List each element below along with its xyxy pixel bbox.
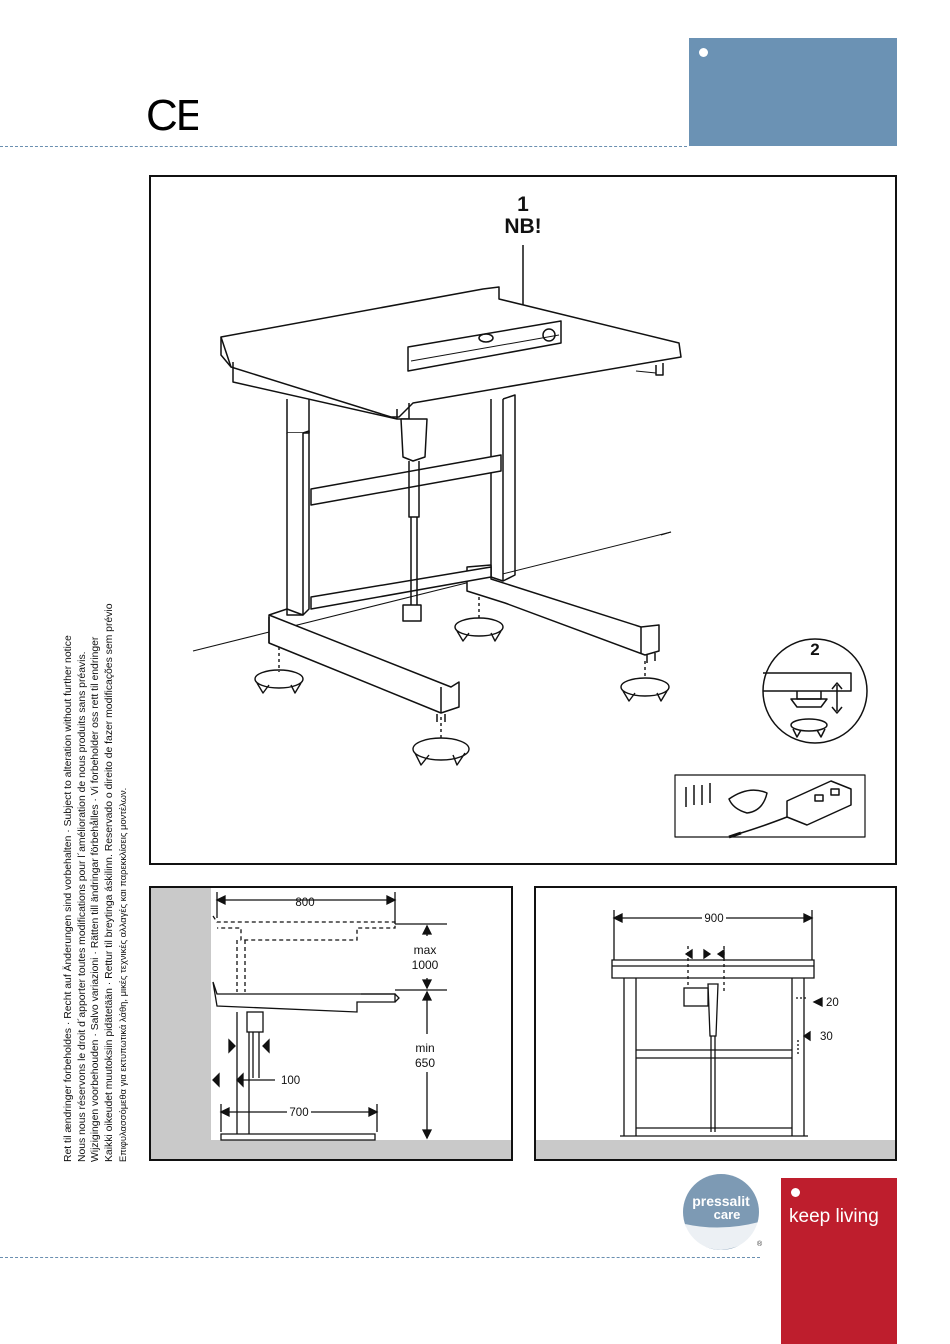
header-color-block <box>689 38 897 146</box>
side-view-panel: 800 max 1000 min 650 100 700 <box>149 886 513 1161</box>
dim-max-label: max <box>414 943 437 957</box>
step-2-number: 2 <box>810 640 819 659</box>
ce-mark-icon: CE <box>146 92 198 136</box>
main-illustration-panel: 1 NB! <box>149 175 897 865</box>
step-1-number: 1 <box>517 193 529 216</box>
dim-edge-gap: 20 <box>826 997 839 1009</box>
top-dashed-rule <box>0 146 687 147</box>
pressalit-care-logo: pressalit care ® <box>683 1174 763 1250</box>
front-view-dimension-drawing: 900 20 30 <box>536 910 895 1159</box>
side-view-dimension-drawing: 800 max 1000 min 650 100 700 <box>151 888 511 1159</box>
legal-line: Kaikki oikeudet muutoksiin pidätetään · … <box>103 603 115 1163</box>
footer-color-block: keep living <box>781 1178 897 1344</box>
accessories-inset <box>674 774 866 839</box>
step-1-note: NB! <box>504 215 541 238</box>
dim-top-width: 800 <box>295 897 314 909</box>
logo-registered-mark: ® <box>757 1240 763 1248</box>
ce-mark-text: CE <box>146 92 198 136</box>
front-view-panel: 900 20 30 <box>534 886 897 1161</box>
logo-word-1: pressalit <box>692 1193 750 1209</box>
dim-max-value: 1000 <box>412 958 439 972</box>
dim-min-value: 650 <box>415 1056 435 1070</box>
step-2-detail: 2 <box>762 638 868 744</box>
legal-line: Nous nous réservons le droit d´apporter … <box>76 651 88 1162</box>
legal-line: Ret til ændringer forbeholdes · Recht au… <box>63 635 74 1162</box>
bullet-dot-icon <box>699 48 708 57</box>
dim-leg-gap: 30 <box>820 1031 833 1043</box>
legal-line: Επιφυλασσόμεθα για εκτυπωτικά λάθη, μικέ… <box>117 787 129 1162</box>
dim-front-width: 900 <box>704 913 723 925</box>
legal-notice: Ret til ændringer forbeholdes · Recht au… <box>62 604 130 1163</box>
bullet-dot-icon <box>791 1188 800 1197</box>
bottom-dashed-rule <box>0 1257 760 1258</box>
dim-min-label: min <box>415 1041 434 1055</box>
slogan-text: keep living <box>789 1206 879 1227</box>
logo-word-2: care <box>714 1207 741 1222</box>
dim-base-width: 700 <box>289 1107 308 1119</box>
table-assembly-illustration: 1 NB! <box>192 193 868 839</box>
legal-line: Wijzigingen voorbehouden · Salvo variazi… <box>90 636 102 1162</box>
dim-offset: 100 <box>281 1075 300 1087</box>
